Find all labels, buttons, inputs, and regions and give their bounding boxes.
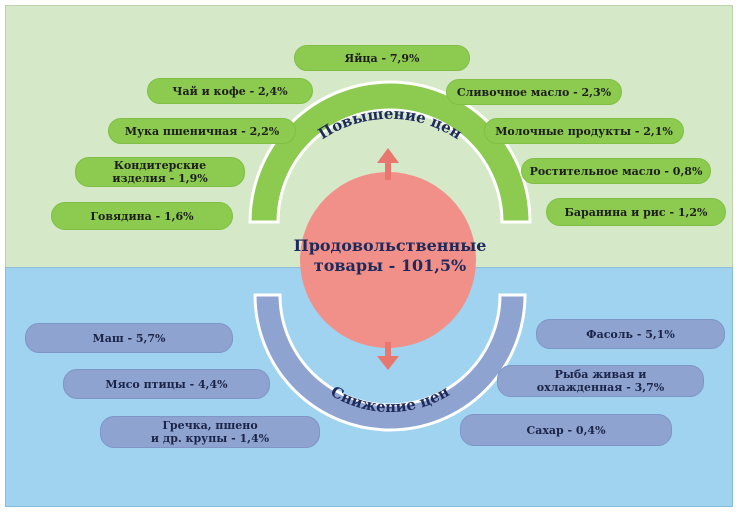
center-circle: [300, 172, 476, 348]
decrease-item-beans: Фасоль - 5,1%: [536, 319, 725, 349]
increase-item-vegetable-oil: Ростительное масло - 0,8%: [521, 158, 711, 184]
decrease-item-sugar: Сахар - 0,4%: [460, 414, 672, 446]
increase-item-eggs: Яйца - 7,9%: [294, 45, 470, 71]
up-arrow-icon: [377, 148, 399, 180]
increase-item-butter: Сливочное масло - 2,3%: [446, 79, 622, 105]
increase-arc-band: [248, 80, 532, 224]
decrease-arc-band: [253, 293, 527, 432]
increase-item-tea-coffee: Чай и кофе - 2,4%: [147, 78, 313, 104]
increase-item-confectionery: Кондитерские изделия - 1,9%: [75, 157, 245, 187]
decrease-item-fish: Рыба живая и охлажденная - 3,7%: [497, 365, 704, 397]
center-label: Продовольственные товары - 101,5%: [293, 236, 487, 275]
increase-item-wheat-flour: Мука пшеничная - 2,2%: [108, 118, 296, 144]
decrease-item-buckwheat-cereals: Гречка, пшено и др. крупы - 1,4%: [100, 416, 320, 448]
down-arrow-icon: [377, 342, 399, 370]
increase-item-beef: Говядина - 1,6%: [51, 202, 233, 230]
increase-item-mutton-rice: Баранина и рис - 1,2%: [546, 198, 726, 226]
increase-item-dairy: Молочные продукты - 2,1%: [484, 118, 684, 144]
decrease-item-poultry: Мясо птицы - 4,4%: [63, 369, 270, 399]
decrease-item-mung-bean: Маш - 5,7%: [25, 323, 233, 353]
